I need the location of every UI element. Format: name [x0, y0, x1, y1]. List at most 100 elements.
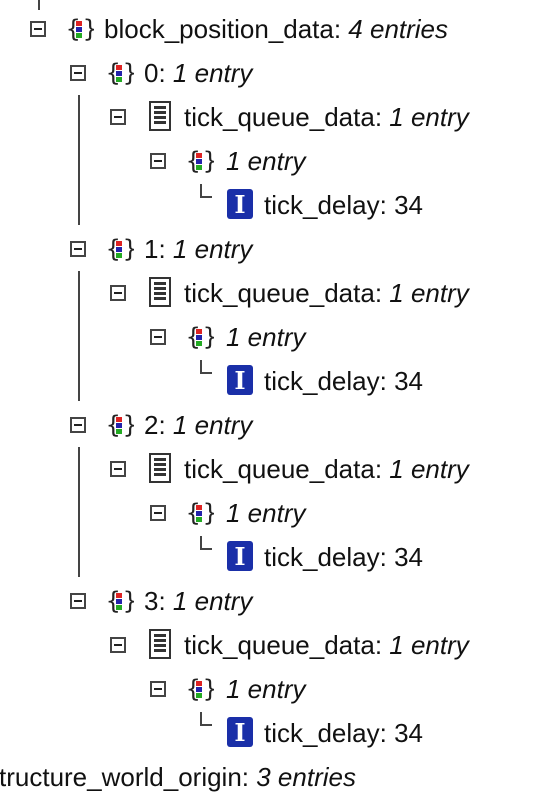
node-count: 1 entry	[172, 234, 253, 264]
tree-connector-line	[78, 447, 80, 577]
list-node[interactable]: tick_queue_data: 1 entry	[184, 102, 469, 132]
tree-connector-line	[78, 95, 80, 225]
node-key: 1	[144, 234, 159, 264]
svg-text:}: }	[83, 15, 94, 43]
compound-node[interactable]: 0: 1 entry	[144, 58, 253, 88]
collapse-toggle[interactable]	[150, 329, 166, 345]
svg-text:I: I	[234, 366, 245, 395]
compound-tag-icon: { }	[106, 411, 134, 439]
svg-text:}: }	[123, 59, 134, 87]
node-key: tick_queue_data	[184, 630, 375, 660]
node-count: 1 entry	[172, 58, 253, 88]
int-node[interactable]: tick_delay: 34	[264, 718, 423, 748]
svg-text:I: I	[234, 542, 245, 571]
tree-connector-line	[38, 0, 40, 10]
node-count: 1 entry	[226, 498, 306, 528]
node-count: 1 entry	[389, 454, 469, 484]
int-node[interactable]: tick_delay: 34	[264, 542, 423, 572]
node-key: tick_delay	[264, 718, 380, 748]
node-count: 1 entry	[389, 278, 469, 308]
svg-text:I: I	[234, 190, 245, 219]
node-count: 1 entry	[172, 410, 253, 440]
node-count: 1 entry	[226, 674, 306, 704]
node-key: tructure_world_origin	[0, 762, 242, 792]
collapse-toggle[interactable]	[70, 417, 86, 433]
compound-node[interactable]: 1 entry	[226, 139, 306, 183]
compound-tag-icon: { }	[186, 675, 214, 703]
node-value: 34	[394, 366, 423, 396]
compound-node[interactable]: 1 entry	[226, 315, 306, 359]
node-count: 1 entry	[172, 586, 253, 616]
list-node[interactable]: tick_queue_data: 1 entry	[184, 278, 469, 308]
node-key: tick_delay	[264, 542, 380, 572]
compound-tag-icon: { }	[106, 59, 134, 87]
node-key: tick_delay	[264, 366, 380, 396]
int-node[interactable]: tick_delay: 34	[264, 366, 423, 396]
svg-text:}: }	[123, 235, 134, 263]
collapse-toggle[interactable]	[70, 65, 86, 81]
compound-node[interactable]: 1 entry	[226, 491, 306, 535]
tree-elbow-line	[200, 184, 212, 198]
collapse-toggle[interactable]	[110, 285, 126, 301]
list-node[interactable]: tick_queue_data: 1 entry	[184, 630, 469, 660]
collapse-toggle[interactable]	[110, 461, 126, 477]
node-key: tick_delay	[264, 190, 380, 220]
svg-text:}: }	[123, 411, 134, 439]
collapse-toggle[interactable]	[150, 153, 166, 169]
compound-tag-icon: { }	[106, 235, 134, 263]
list-node[interactable]: tick_queue_data: 1 entry	[184, 454, 469, 484]
node-count: 1 entry	[389, 102, 469, 132]
node-count: 1 entry	[389, 630, 469, 660]
node-key: block_position_data	[104, 14, 334, 44]
compound-tag-icon: { }	[106, 587, 134, 615]
int-tag-icon: I	[227, 717, 253, 747]
node-key: tick_queue_data	[184, 102, 375, 132]
int-tag-icon: I	[227, 365, 253, 395]
int-tag-icon: I	[227, 189, 253, 219]
node-key: tick_queue_data	[184, 278, 375, 308]
compound-node[interactable]: 1 entry	[226, 667, 306, 711]
collapse-toggle[interactable]	[150, 505, 166, 521]
svg-text:}: }	[203, 499, 214, 527]
list-tag-icon	[149, 101, 171, 131]
compound-tag-icon: { }	[186, 147, 214, 175]
compound-tag-icon: { }	[186, 499, 214, 527]
structure-world-origin-node[interactable]: tructure_world_origin: 3 entries	[0, 762, 356, 792]
node-count: 4 entries	[348, 14, 449, 44]
int-node[interactable]: tick_delay: 34	[264, 190, 423, 220]
list-tag-icon	[149, 453, 171, 483]
compound-tag-icon: { }	[66, 15, 94, 43]
list-tag-icon	[149, 277, 171, 307]
node-count: 1 entry	[226, 322, 306, 352]
compound-node[interactable]: 3: 1 entry	[144, 586, 253, 616]
node-value: 34	[394, 718, 423, 748]
list-tag-icon	[149, 629, 171, 659]
tree-elbow-line	[200, 712, 212, 726]
collapse-toggle[interactable]	[70, 593, 86, 609]
collapse-toggle[interactable]	[30, 21, 46, 37]
int-tag-icon: I	[227, 541, 253, 571]
svg-text:}: }	[203, 675, 214, 703]
collapse-toggle[interactable]	[110, 109, 126, 125]
compound-node[interactable]: 2: 1 entry	[144, 410, 253, 440]
node-key: 3	[144, 586, 159, 616]
tree-elbow-line	[200, 536, 212, 550]
block-position-data-node[interactable]: block_position_data: 4 entries	[104, 14, 449, 44]
tree-connector-line	[78, 271, 80, 401]
node-count: 1 entry	[226, 146, 306, 176]
tree-elbow-line	[200, 360, 212, 374]
svg-text:}: }	[203, 147, 214, 175]
node-key: 0	[144, 58, 159, 88]
svg-text:}: }	[123, 587, 134, 615]
collapse-toggle[interactable]	[70, 241, 86, 257]
collapse-toggle[interactable]	[110, 637, 126, 653]
node-key: 2	[144, 410, 159, 440]
svg-text:}: }	[203, 323, 214, 351]
compound-node[interactable]: 1: 1 entry	[144, 234, 253, 264]
node-count: 3 entries	[256, 762, 356, 792]
compound-tag-icon: { }	[186, 323, 214, 351]
node-key: tick_queue_data	[184, 454, 375, 484]
node-value: 34	[394, 542, 423, 572]
collapse-toggle[interactable]	[150, 681, 166, 697]
svg-text:I: I	[234, 718, 245, 747]
